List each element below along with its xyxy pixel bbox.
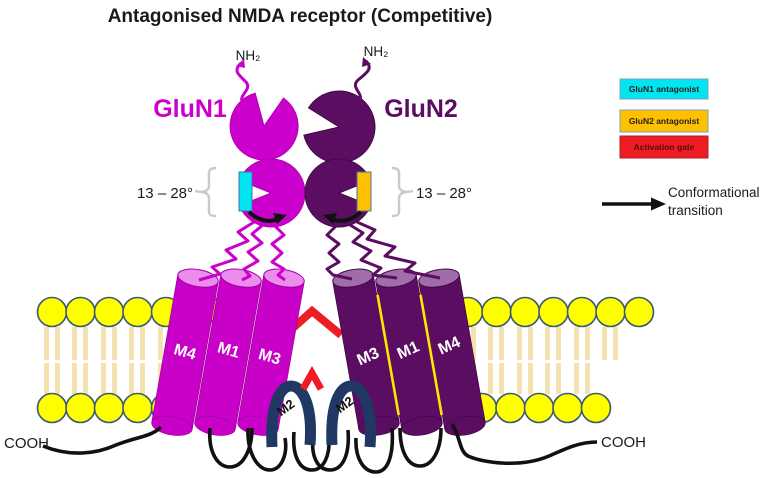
- helix-m3-right: M3: [332, 268, 400, 436]
- helix-label-m1-left: M1: [215, 339, 241, 361]
- loop-center-right: [310, 429, 351, 472]
- glun2-antagonist-molecule: [356, 171, 372, 212]
- transition-arrowhead-left: [273, 213, 287, 224]
- c-terminal-chain-left: [42, 425, 163, 455]
- legend-swatch-glun1-antagonist: [619, 78, 709, 100]
- amino-terminal-domains: [229, 90, 376, 164]
- legend-label-glun2-antagonist: GluN2 antagonist: [629, 116, 700, 126]
- loop-right-2: [354, 427, 395, 474]
- n-terminal-squiggle-left: [235, 61, 250, 108]
- glun2-lbd-pacman: [304, 158, 372, 228]
- helix-label-m4-left: M4: [172, 341, 198, 363]
- n-terminal-tip-left: [236, 59, 245, 68]
- intracellular-loops: [42, 423, 598, 474]
- legend-label-activation-gate: Activation gate: [634, 142, 695, 152]
- glun2-label: GluN2: [384, 95, 458, 123]
- helix-m1-left: M1: [194, 268, 262, 436]
- membrane-gap-stripe-1: [376, 294, 400, 416]
- glun1-antagonist-molecule: [238, 171, 253, 212]
- brace-left: [200, 166, 217, 218]
- nh2-label-right: NH₂: [364, 44, 389, 59]
- loop-center-left: [291, 431, 331, 472]
- legend-label-glun1-antagonist: GluN1 antagonist: [629, 84, 700, 94]
- tm-helices-glun2: M3 M1 M4: [332, 268, 486, 436]
- cooh-label-left: COOH: [4, 435, 49, 452]
- angle-label-left: 13 – 28°: [137, 185, 193, 202]
- cooh-label-right: COOH: [601, 434, 646, 451]
- glun1-atd-pacman: [229, 92, 299, 161]
- brace-tick-left: [194, 189, 202, 194]
- legend: GluN1 antagonist GluN2 antagonist Activa…: [602, 78, 760, 218]
- c-terminal-chain-right: [450, 423, 598, 465]
- glun1-label: GluN1: [153, 95, 227, 123]
- loop-right-1: [398, 427, 443, 468]
- conformational-label-line2: transition: [668, 203, 723, 218]
- helix-m4-left: M4: [151, 268, 219, 436]
- lipid-bilayer-right: [452, 296, 655, 424]
- nh2-label-left: NH₂: [236, 48, 261, 63]
- lipid-heads-right: [452, 296, 655, 424]
- brace-tick-right: [406, 189, 414, 194]
- linkers-glun2: [325, 220, 441, 281]
- figure-title: Antagonised NMDA receptor (Competitive): [108, 6, 493, 27]
- helix-label-m3-left: M3: [256, 346, 282, 368]
- legend-swatch-activation-gate: [619, 135, 709, 159]
- glun2-atd-pacman: [303, 90, 376, 164]
- n-terminal-tip-right: [362, 57, 371, 67]
- m2-loop-right: [326, 380, 376, 448]
- transition-arrowhead-right: [323, 213, 337, 224]
- conformational-label-line1: Conformational: [668, 185, 760, 200]
- conformational-transition-key: Conformational transition: [602, 185, 760, 218]
- membrane-gap-stripe-2: [419, 294, 443, 416]
- angle-braces: [194, 166, 414, 218]
- brace-right: [391, 166, 408, 218]
- linkers-glun1: [198, 220, 286, 282]
- m2-loop-left: [266, 380, 316, 448]
- angle-label-right: 13 – 28°: [416, 185, 472, 202]
- lipid-tails-upper-right: [460, 327, 618, 360]
- n-terminal-squiggle-right: [353, 59, 371, 106]
- activation-gate-lower-chevron: [299, 365, 325, 391]
- conformational-arrowhead: [651, 197, 666, 211]
- tm-helices-glun1: M4 M1 M3: [151, 268, 305, 436]
- ligand-binding-domains: [238, 158, 372, 228]
- legend-swatch-glun2-antagonist: [619, 109, 709, 133]
- loop-left-2: [246, 427, 288, 472]
